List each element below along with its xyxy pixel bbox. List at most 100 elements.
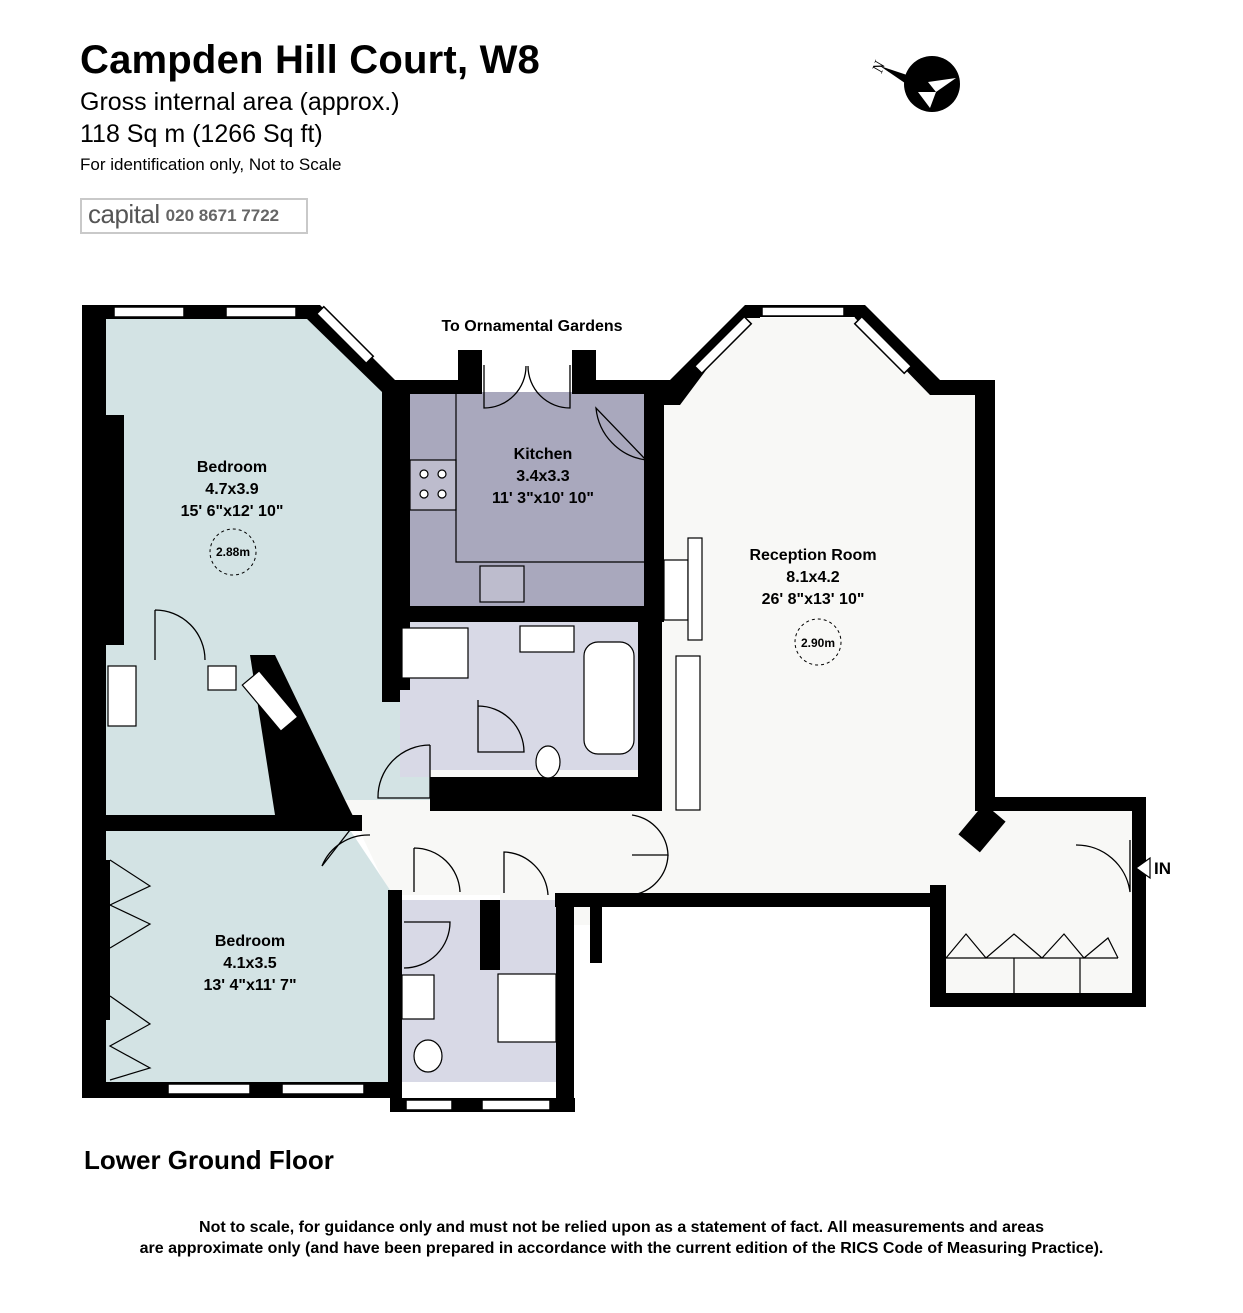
ceiling-markers: 2.88m 2.90m [209,528,842,666]
wall-bedroom1-left-thick [82,415,124,645]
kitchen-sink [479,565,525,603]
bedroom1-imperial: 15' 6"x12' 10" [181,503,284,520]
wall-bathroom-right [638,606,662,811]
identification-note: For identification only, Not to Scale [80,155,342,174]
bedroom1-closet-fill [105,660,275,815]
window-bay-bedroom1 [315,305,375,365]
agent-logo: capital 020 8671 7722 [80,198,308,234]
wall-entry-corner [958,803,1006,853]
wardrobe-diagonal [241,670,299,732]
room-fills [105,318,1140,1082]
area-value: 118 Sq m (1266 Sq ft) [80,120,323,148]
ceiling-bedroom1: 2.88m [216,545,250,559]
shower-tray-bathroom [401,627,469,679]
window-bedroom2-a [167,1083,251,1095]
fireplace-surround [687,537,703,641]
reception-fill [345,318,1140,993]
bath-tub [583,641,635,755]
wall-kitchen-top-right [572,380,650,394]
bedroom2-fill [105,830,390,1082]
page-title: Campden Hill Court, W8 [80,38,540,82]
door-kitchen-garden-left [483,365,527,409]
kitchen-name: Kitchen [514,446,573,463]
kitchen-metric: 3.4x3.3 [516,468,569,485]
hob-ring-3 [419,489,429,499]
door-kitchen-garden-right [527,365,571,409]
doors [154,365,1131,969]
door-kitchen-reception [595,406,647,461]
logo-phone: 020 8671 7722 [165,206,280,225]
garden-label: To Ornamental Gardens [441,318,622,335]
wall-bedroom2-left-thick [82,860,110,1020]
reception-unit [675,655,701,811]
wall-kitchen-niche-left [458,350,482,394]
door-shower-room [413,847,461,893]
reception-imperial: 26' 8"x13' 10" [762,591,865,608]
windows [113,305,913,1111]
wall-kitchen-bottom [408,606,664,622]
door-reception-left [631,814,669,856]
reception-name: Reception Room [749,547,876,564]
wall-kitchen-reception [644,405,664,620]
wall-reception-bay-right [850,305,995,395]
window-reception-bay-right [853,315,913,375]
door-entrance [1075,840,1131,893]
wall-shower-right [556,893,574,1112]
floor-label: Lower Ground Floor [84,1145,334,1175]
wall-kitchen-top-left [382,380,482,394]
reception-metric: 8.1x4.2 [786,569,839,586]
wall-closet-bottom [82,815,362,831]
door-reception-right [631,854,669,896]
ceiling-reception: 2.90m [801,636,835,650]
wall-shower-inner [480,900,500,970]
fireplace-bay [663,559,689,621]
kitchen-imperial: 11' 3"x10' 10" [492,490,594,507]
bedroom2-metric: 4.1x3.5 [223,955,276,972]
entrance-label: IN [1154,859,1171,878]
shower-tray-small [497,973,557,1043]
hob-ring-4 [437,489,447,499]
wall-hall-closet [590,893,602,963]
door-bedroom1-hall [377,744,431,799]
disclaimer: Not to scale, for guidance only and must… [0,1217,1243,1259]
disclaimer-line2: are approximate only (and have been prep… [139,1240,1104,1257]
compass-icon: N [870,56,960,112]
window-reception-bay-left [693,315,753,375]
ceiling-marker-reception [794,618,842,666]
bedroom1-fill [105,318,430,800]
wall-reception-right [975,380,995,800]
window-bedroom2-b [281,1083,365,1095]
door-hall-closet [503,851,549,896]
wall-hall-bottom [555,893,945,907]
disclaimer-line1: Not to scale, for guidance only and must… [199,1219,1044,1236]
hob-ring-2 [437,469,447,479]
toilet-bathroom [535,745,561,779]
window-shower-b [481,1099,551,1111]
logo-brand: capital [88,198,160,229]
wall-bedroom2-right [388,890,402,1095]
hob-ring-1 [419,469,429,479]
bedroom2-imperial: 13' 4"x11' 7" [203,977,296,994]
ceiling-marker-bedroom1 [209,528,257,576]
kitchen-worktop [455,394,646,563]
door-bedroom2 [321,829,371,867]
bedroom1-name: Bedroom [197,459,267,476]
window-bedroom1-a [113,306,185,318]
room-labels: Bedroom 4.7x3.9 15' 6"x12' 10" Kitchen 3… [181,318,877,994]
door-shower-inner [403,921,451,969]
wall-entrance-right [1132,797,1146,1007]
kitchen-hob [409,459,457,511]
wardrobe-doors-entrance [945,933,1119,993]
bedroom1-metric: 4.7x3.9 [205,481,258,498]
wall-bathroom-bottom [430,777,662,811]
bedroom2-name: Bedroom [215,933,285,950]
entrance-marker: IN [1134,856,1171,880]
entrance-arrow-icon [1134,856,1151,880]
door-bedroom1-closet [154,609,206,661]
wall-entrance-left [930,885,946,1007]
window-reception-top [761,306,845,317]
wall-hall-right-top [975,797,1145,811]
wardrobe-doors-bedroom2 [108,859,152,1081]
basin-bathroom [519,625,575,653]
